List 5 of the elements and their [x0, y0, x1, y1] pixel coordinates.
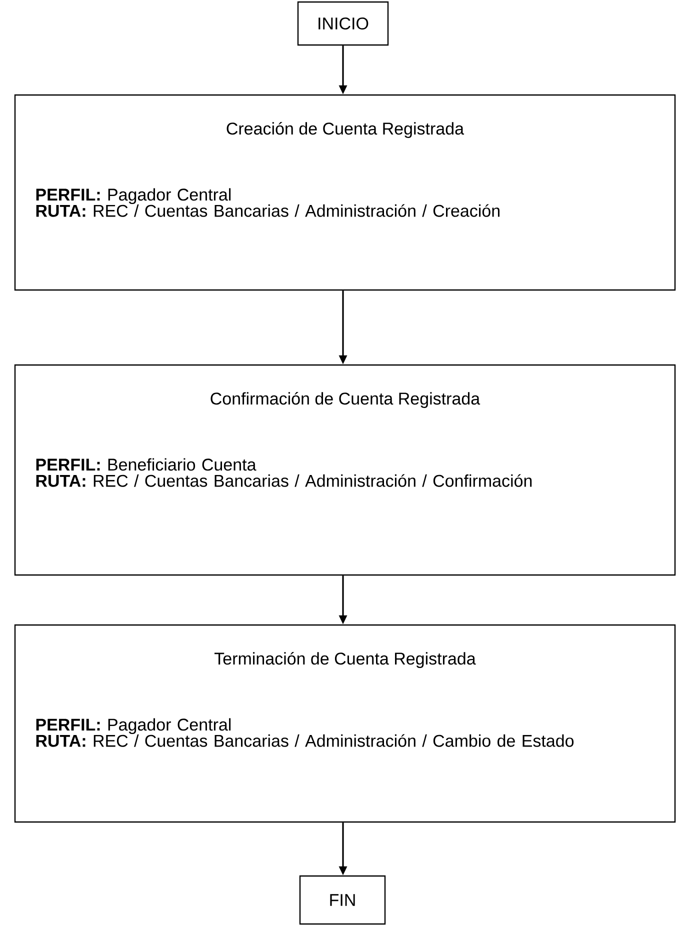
terminal-box: FIN [299, 875, 386, 925]
terminal-box: INICIO [297, 1, 389, 46]
process-box: Terminación de Cuenta Registrada PERFIL: Pagador Central RUTA: REC / Cuentas Bancarias / Administración / Cambio de Estado [14, 624, 676, 823]
process-box: Confirmación de Cuenta Registrada PERFIL: Beneficiario Cuenta RUTA: REC / Cuentas Bancarias / Administración / Confirmación [14, 364, 676, 576]
process-box: Creación de Cuenta Registrada PERFIL: Pagador Central RUTA: REC / Cuentas Bancarias / Administración / Creación [14, 94, 676, 291]
